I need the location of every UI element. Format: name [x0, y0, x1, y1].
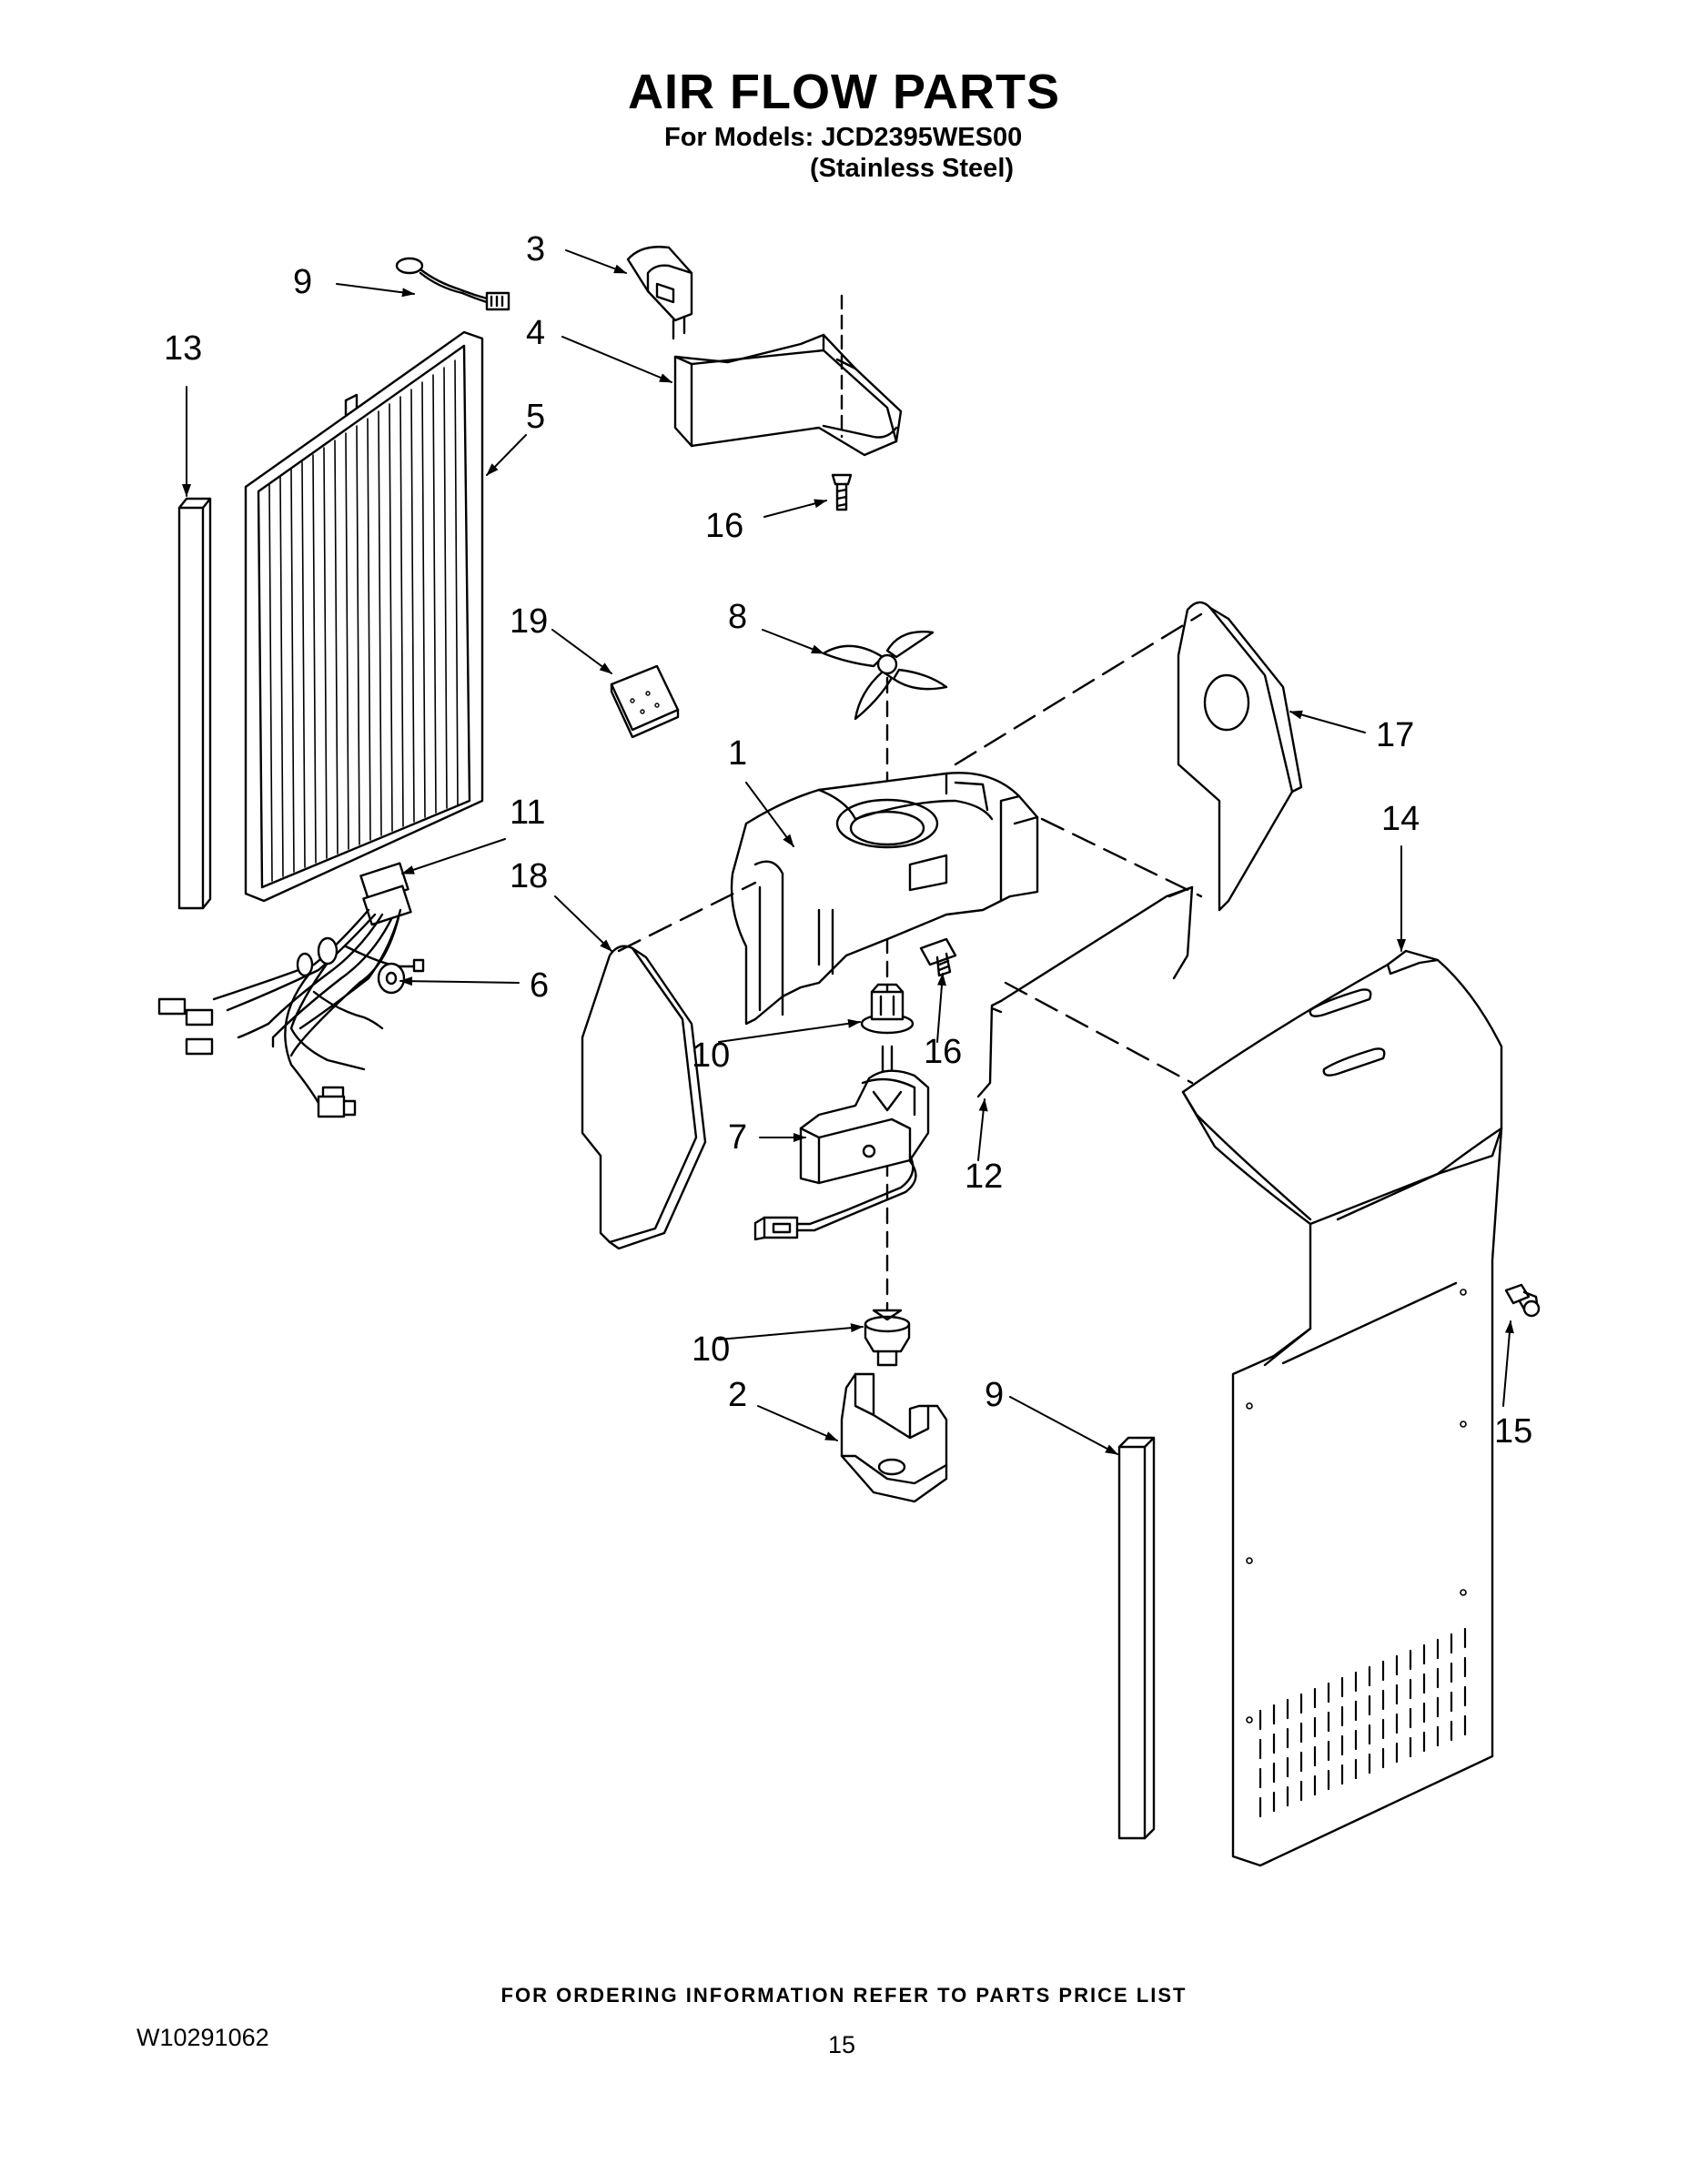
callout-4: 4: [526, 314, 545, 352]
callout-10: 10: [692, 1330, 730, 1369]
part-8-fan-blade: [822, 631, 948, 721]
part-9-strip-bottom: [1117, 1436, 1156, 1840]
callout-16: 16: [705, 507, 743, 545]
callout-17: 17: [1376, 716, 1414, 754]
part-4-upper-duct: [673, 333, 903, 457]
part-10-grommet-upper: [860, 983, 915, 1035]
document-number: W10291062: [136, 2024, 269, 2051]
part-15-screw: [1504, 1283, 1541, 1318]
part-10-grommet-lower: [864, 1309, 911, 1367]
callout-15: 15: [1494, 1412, 1532, 1451]
callout-13: 13: [164, 329, 202, 368]
part-3-duct-cap: [626, 246, 693, 340]
part-9-thermistor: [395, 257, 510, 311]
callout-8: 8: [728, 598, 747, 636]
part-16-screw-mid: [919, 937, 957, 977]
leader-arrows: [182, 249, 1514, 1455]
finish-line: (Stainless Steel): [810, 154, 1015, 183]
part-16-screw-top: [831, 473, 853, 511]
part-18-baffle: [581, 945, 707, 1250]
callout-14: 14: [1381, 800, 1420, 838]
callout-9: 9: [985, 1376, 1004, 1414]
callout-11: 11: [510, 794, 545, 832]
part-11-wire-harness: [157, 862, 425, 1118]
callout-10: 10: [692, 1036, 730, 1075]
callout-3: 3: [526, 230, 545, 268]
part-2-motor-bracket: [840, 1372, 948, 1503]
callout-19: 19: [510, 602, 548, 641]
part-14-rear-cover: [1181, 949, 1503, 1867]
callout-7: 7: [728, 1118, 747, 1157]
page-number: 15: [828, 2031, 856, 2058]
ordering-note: FOR ORDERING INFORMATION REFER TO PARTS …: [500, 1984, 1188, 2007]
part-7-fan-motor: [753, 1045, 930, 1241]
assembly-lines: [617, 612, 1203, 1085]
part-19-pad: [610, 664, 680, 739]
models-line: For Models: JCD2395WES00: [664, 123, 1023, 152]
part-5-evaporator-panel: [244, 330, 484, 903]
callout-18: 18: [510, 857, 548, 895]
page-title: AIR FLOW PARTS: [628, 65, 1060, 119]
part-12-wire-bracket: [976, 885, 1194, 1098]
callout-6: 6: [530, 966, 549, 1005]
callout-1: 1: [728, 734, 747, 773]
callout-labels: 3 9 4 13 5 16 19 8 17 1 11 14 18 6 10 16…: [164, 230, 1532, 1451]
part-13-strip: [177, 497, 212, 910]
part-17-baffle: [1177, 601, 1303, 912]
callout-16: 16: [924, 1033, 962, 1071]
callout-2: 2: [728, 1376, 747, 1414]
callout-9: 9: [293, 263, 312, 301]
part-6-grommet: [377, 962, 406, 995]
callout-12: 12: [965, 1158, 1003, 1196]
callout-5: 5: [526, 398, 545, 436]
part-1-fan-shroud: [730, 772, 1039, 1026]
